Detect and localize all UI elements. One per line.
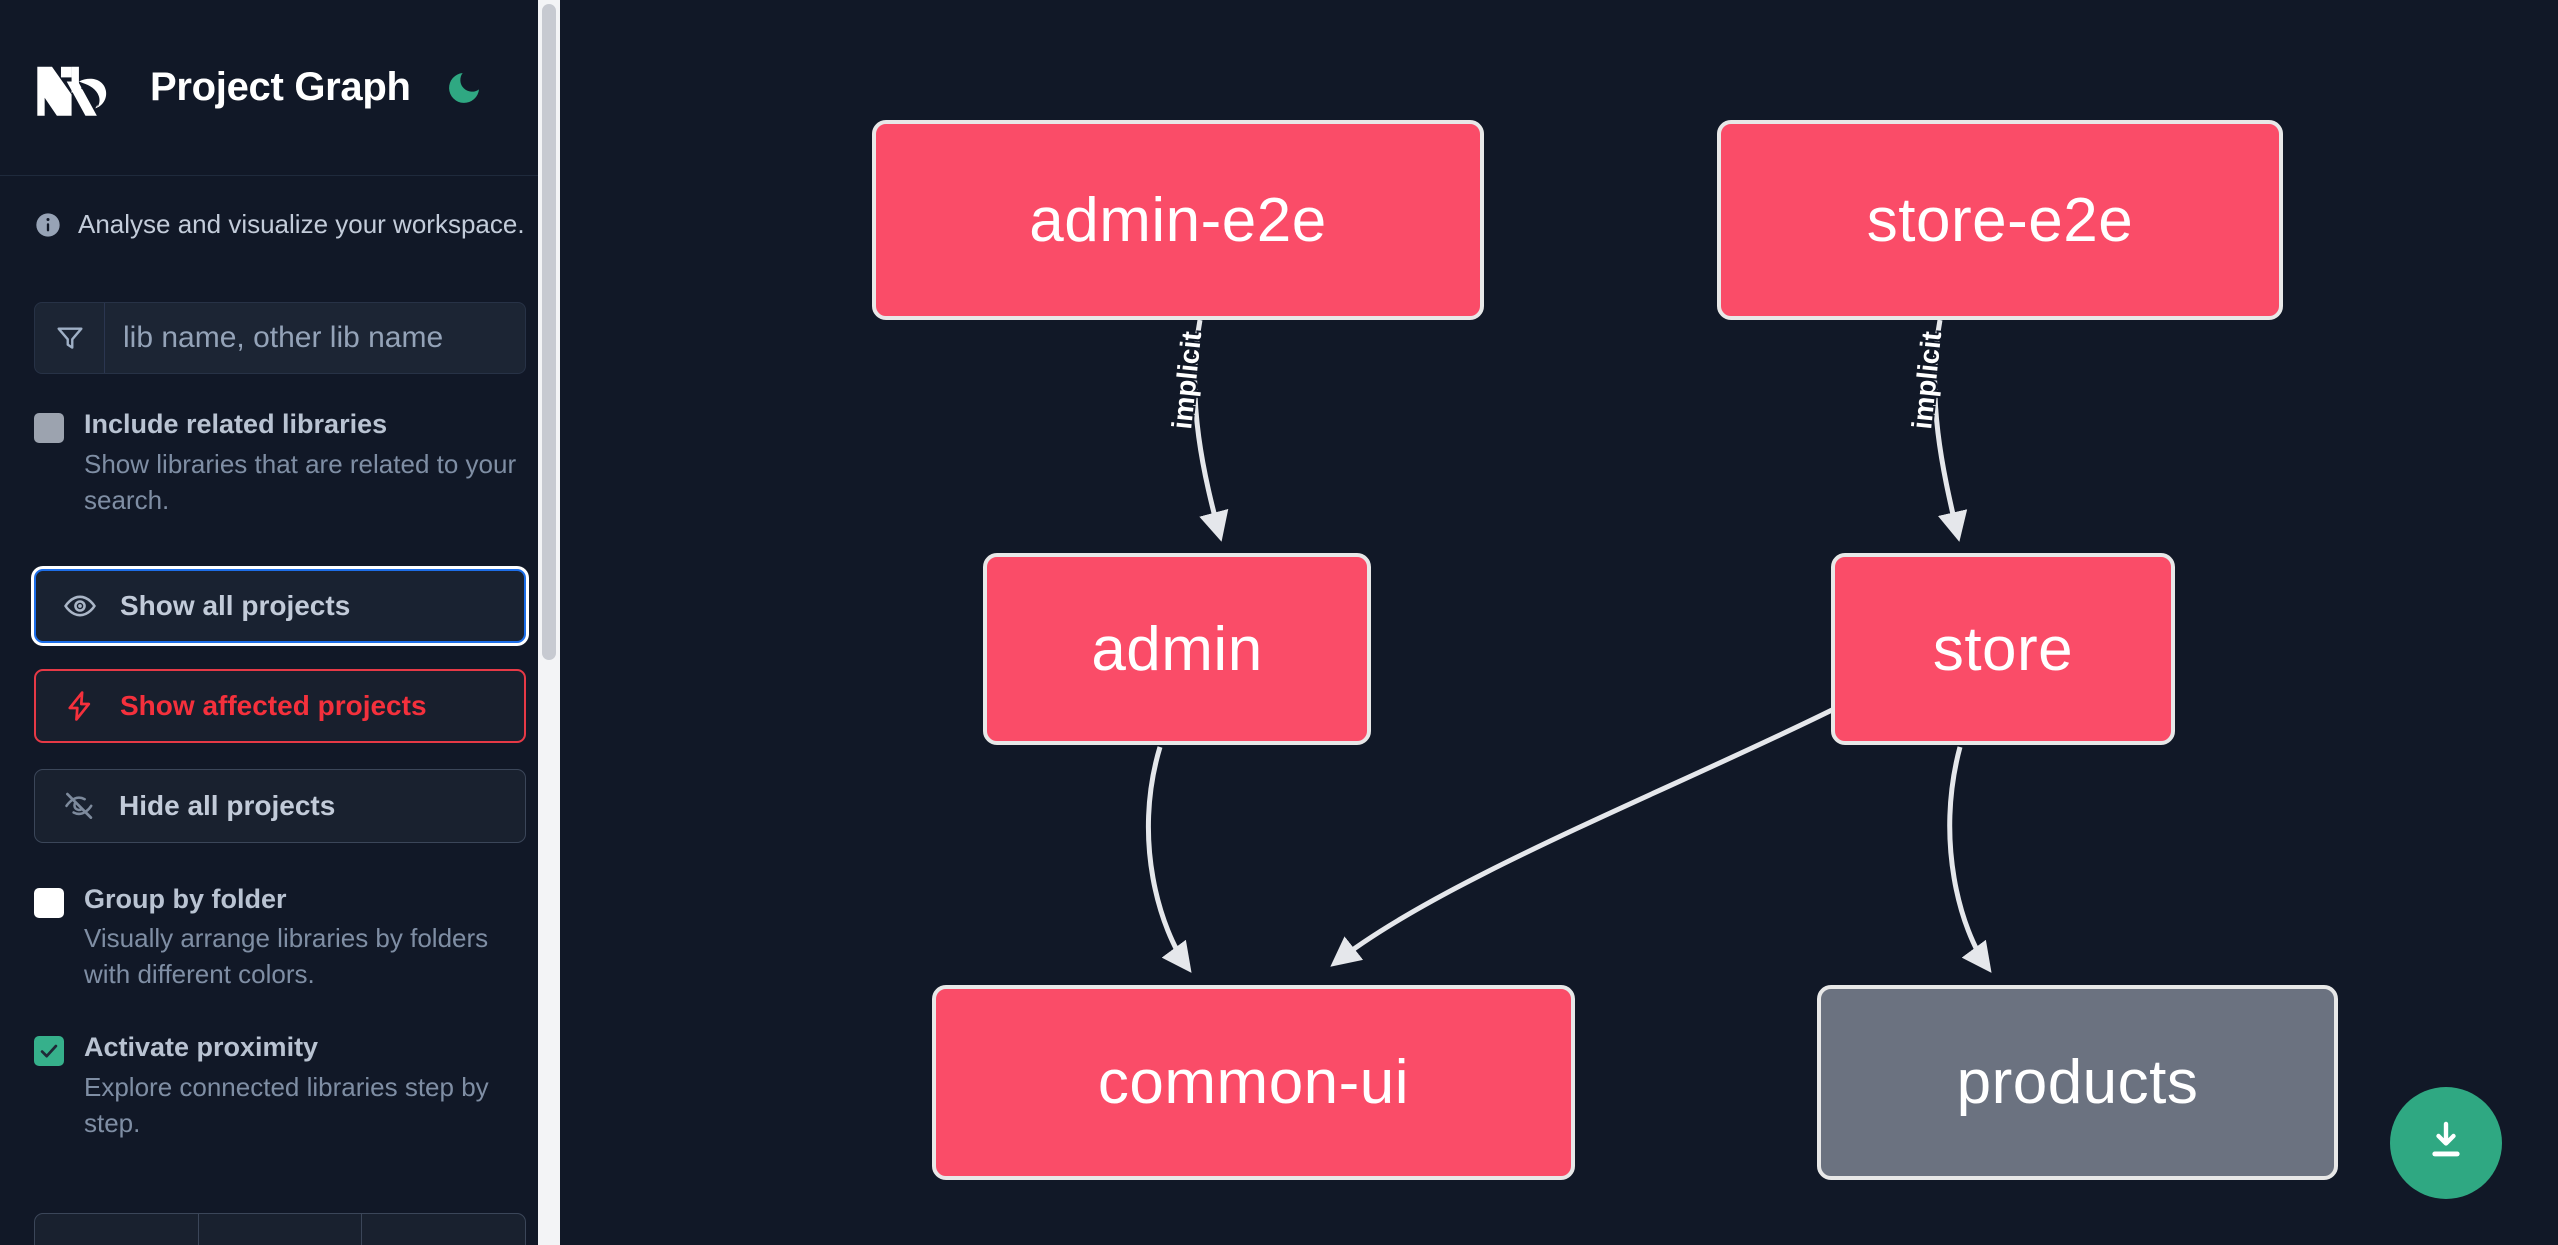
edge-label-implicit: implicit [1166,330,1207,431]
eye-icon [62,588,98,624]
group-by-folder-checkbox[interactable] [34,887,64,918]
node-label: products [1956,1048,2199,1117]
graph-edges-layer: implicit implicit [1145,319,1992,973]
edge-store-to-products [1947,746,1992,973]
segment-item[interactable] [362,1214,525,1245]
graph-node-admin-e2e[interactable]: admin-e2e [872,120,1484,320]
node-label: common-ui [1097,1048,1410,1117]
sidebar-header: Project Graph [0,0,560,176]
option-description: Visually arrange libraries by folders wi… [84,923,489,990]
graph-node-common-ui[interactable]: common-ui [932,985,1575,1180]
option-label: Activate proximity [84,1032,319,1062]
download-icon [2421,1116,2471,1171]
search-field[interactable] [34,302,526,374]
workspace-info-text: Analyse and visualize your workspace. [78,209,525,239]
graph-node-products[interactable]: products [1817,985,2338,1180]
option-description: Show libraries that are related to your … [84,448,517,515]
hide-all-projects-button[interactable]: Hide all projects [34,768,526,843]
info-icon [34,211,62,239]
include-related-libraries-checkbox[interactable] [34,413,64,443]
download-graph-button[interactable] [2390,1087,2502,1199]
graph-canvas[interactable]: implicit implicit admin-e2e store-e2e ad… [560,0,2558,1245]
filter-funnel-icon [35,303,105,373]
edge-admin-e2e-to-admin [1192,319,1229,542]
graph-node-store[interactable]: store [1831,553,2175,745]
edge-store-to-common-ui [1330,707,1834,967]
segment-item[interactable] [35,1214,199,1245]
node-label: admin-e2e [1029,185,1327,255]
edge-admin-to-common-ui [1145,746,1192,973]
workspace-info: Analyse and visualize your workspace. [34,209,526,240]
node-label: admin [1091,614,1263,684]
option-include-related-libraries[interactable]: Include related libraries Show libraries… [34,408,526,519]
option-label: Group by folder [84,883,287,914]
activate-proximity-checkbox[interactable] [34,1036,64,1066]
sidebar-scrollbar-thumb[interactable] [542,4,556,660]
show-affected-projects-label: Show affected projects [120,689,427,721]
node-label: store-e2e [1866,185,2134,255]
search-input[interactable] [105,303,525,373]
visibility-buttons: Show all projects Show affected projects [34,568,526,843]
option-group-by-folder[interactable]: Group by folder Visually arrange librari… [34,883,526,994]
text-filter-segmented-control[interactable] [34,1213,526,1245]
sidebar: Project Graph Analyse and visualize your… [0,0,560,1245]
nx-logo-icon [34,57,132,119]
moon-icon[interactable] [441,65,487,111]
sidebar-scrollbar[interactable] [538,0,560,1245]
eye-off-icon [61,788,97,824]
graph-node-admin[interactable]: admin [983,553,1371,745]
graph-node-store-e2e[interactable]: store-e2e [1717,120,2283,320]
edge-store-e2e-to-store [1932,319,1968,542]
edge-label-implicit: implicit [1906,330,1947,431]
lightning-bolt-icon [62,688,98,724]
show-affected-projects-button[interactable]: Show affected projects [34,668,526,743]
option-description: Explore connected libraries step by step… [84,1071,489,1138]
show-all-projects-label: Show all projects [120,589,351,621]
check-icon [40,1044,58,1058]
sidebar-body: Analyse and visualize your workspace. In… [0,209,560,1142]
option-activate-proximity[interactable]: Activate proximity Explore connected lib… [34,1031,526,1142]
show-all-projects-button[interactable]: Show all projects [34,568,526,643]
option-label: Include related libraries [84,409,388,439]
hide-all-projects-label: Hide all projects [119,789,336,821]
node-label: store [1932,614,2074,684]
segment-item[interactable] [199,1214,363,1245]
app-title: Project Graph [150,65,411,109]
